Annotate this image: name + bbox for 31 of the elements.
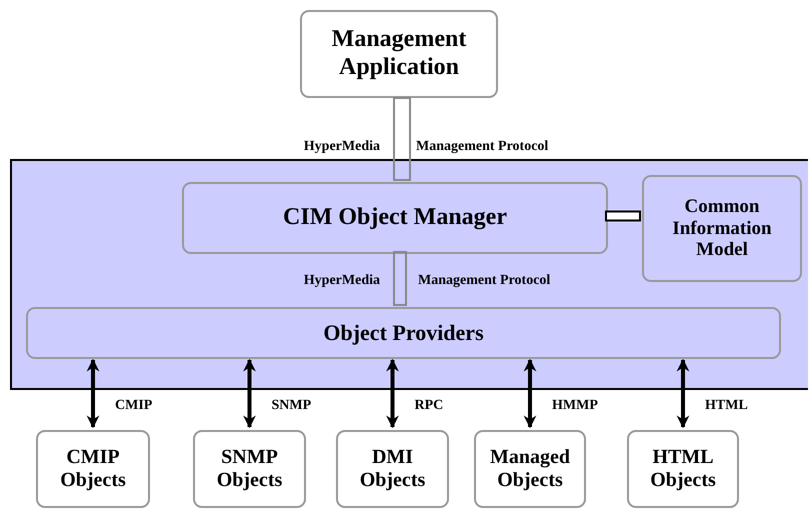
system-panel: [10, 159, 808, 390]
component-box: [336, 430, 449, 508]
component-label: CMIP Objects: [59, 446, 127, 492]
component-label: Managed Objects: [489, 446, 571, 492]
component-box: [627, 430, 739, 508]
component-box: [193, 430, 306, 508]
component-box: [642, 175, 802, 282]
component-label: SNMP Objects: [216, 446, 284, 492]
component-box: [26, 307, 781, 359]
component-label: DMI Objects: [358, 446, 426, 492]
protocol-label: HyperMedia: [304, 139, 380, 155]
protocol-pipe: [393, 97, 411, 181]
protocol-label: HyperMedia: [304, 273, 380, 289]
component-label: HTML Objects: [649, 446, 717, 492]
component-label: CIM Object Manager: [283, 204, 507, 232]
protocol-pipe: [393, 251, 407, 306]
component-label: Object Providers: [323, 320, 484, 346]
protocol-label: Management Protocol: [418, 273, 550, 289]
double-arrow: [86, 358, 100, 428]
double-arrow: [243, 358, 256, 428]
protocol-label: Management Protocol: [416, 139, 548, 155]
component-box: [182, 182, 608, 254]
component-box: [300, 10, 498, 98]
component-label: Management Application: [330, 26, 468, 82]
component-box: [36, 430, 150, 508]
double-arrow: [386, 358, 399, 428]
double-arrow: [524, 358, 536, 428]
component-label: Common Information Model: [671, 196, 773, 262]
protocol-pipe: [605, 210, 641, 222]
double-arrow: [676, 358, 690, 428]
component-box: [474, 430, 586, 508]
